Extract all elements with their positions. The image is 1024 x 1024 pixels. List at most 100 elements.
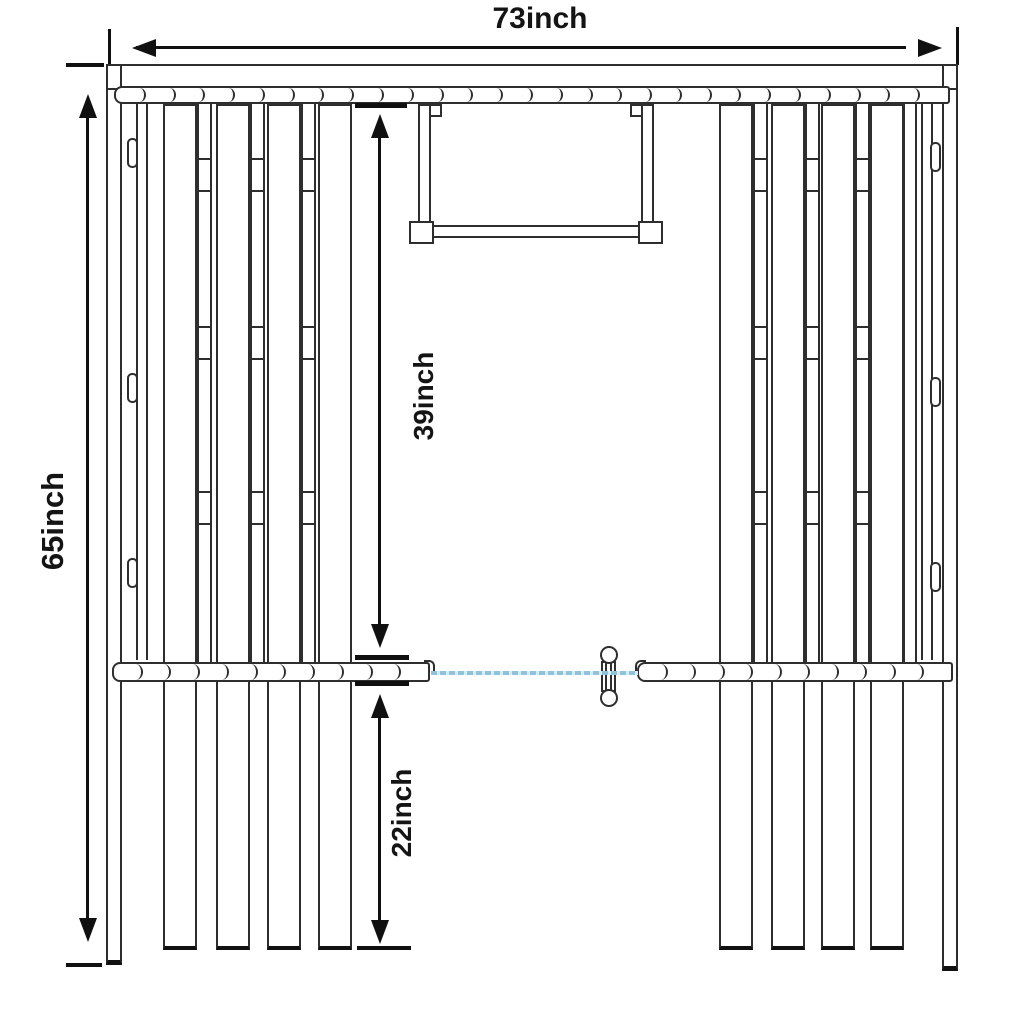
rail-segment bbox=[867, 664, 896, 680]
arrowhead-up-icon bbox=[371, 694, 389, 718]
rail-segment bbox=[890, 88, 921, 102]
rail-segment bbox=[143, 664, 172, 680]
left-slat bbox=[267, 104, 301, 950]
dim-tick bbox=[357, 946, 411, 950]
right-rail-end-hook bbox=[635, 660, 646, 675]
rail-segment bbox=[696, 664, 725, 680]
rail-segment bbox=[114, 664, 143, 680]
dim-tick bbox=[956, 27, 959, 65]
rail-segment bbox=[171, 664, 201, 680]
arrowhead-up-icon bbox=[371, 114, 389, 138]
hanging-rod bbox=[432, 225, 640, 238]
rail-segment bbox=[782, 664, 811, 680]
left-slat bbox=[216, 104, 250, 950]
connector-band bbox=[753, 491, 768, 525]
left-mid-rail bbox=[112, 662, 430, 682]
arrowhead-up-icon bbox=[79, 94, 97, 118]
rail-segment bbox=[229, 664, 258, 680]
connector-band bbox=[805, 491, 820, 525]
rail-segment bbox=[200, 664, 229, 680]
wall-hook-tab bbox=[127, 373, 138, 403]
wall-hook-tab bbox=[127, 138, 138, 168]
rail-segment bbox=[563, 88, 593, 102]
wall-hook-tab bbox=[930, 142, 941, 172]
rail-segment bbox=[354, 88, 385, 102]
rail-segment bbox=[205, 88, 236, 102]
rail-segment bbox=[741, 88, 772, 102]
rail-segment bbox=[920, 88, 948, 102]
rail-segment bbox=[265, 88, 295, 102]
arrowhead-down-icon bbox=[371, 920, 389, 944]
rail-segment bbox=[622, 88, 653, 102]
dim-tick bbox=[355, 103, 407, 108]
rod-hanger-left bbox=[418, 104, 431, 224]
left-slat bbox=[318, 104, 352, 950]
rail-segment bbox=[924, 664, 951, 680]
rail-segment bbox=[344, 664, 373, 680]
rail-segment bbox=[116, 88, 146, 102]
connector-band bbox=[855, 491, 870, 525]
right-slat bbox=[870, 104, 904, 950]
rail-segment bbox=[533, 88, 563, 102]
wall-hook-tab bbox=[930, 377, 941, 407]
rail-segment bbox=[315, 664, 344, 680]
dim-tick bbox=[355, 681, 409, 686]
connector-band bbox=[301, 158, 316, 192]
rail-segment bbox=[473, 88, 504, 102]
rail-segment bbox=[639, 664, 668, 680]
dim-tick bbox=[108, 29, 111, 64]
rail-segment bbox=[831, 88, 861, 102]
right-frame-plank bbox=[942, 64, 958, 971]
rail-segment bbox=[414, 88, 444, 102]
wall-hook-tab bbox=[930, 562, 941, 592]
right-slat bbox=[821, 104, 855, 950]
right-slat-connector-strip bbox=[903, 104, 917, 662]
dim-tick bbox=[355, 655, 409, 660]
dim-tick bbox=[66, 963, 102, 967]
connector-band bbox=[855, 158, 870, 192]
arrowhead-right-icon bbox=[918, 39, 942, 57]
connector-band bbox=[805, 158, 820, 192]
rail-segment bbox=[725, 664, 754, 680]
left-rail-end-hook bbox=[424, 660, 435, 675]
right-mid-rail bbox=[637, 662, 953, 682]
rod-joint-square-right bbox=[638, 221, 663, 244]
left-slat bbox=[163, 104, 197, 950]
rail-segment bbox=[839, 664, 868, 680]
rail-segment bbox=[652, 88, 682, 102]
dimension-lower-label: 22inch bbox=[386, 768, 417, 858]
arrowhead-down-icon bbox=[79, 918, 97, 942]
left-frame-plank bbox=[106, 64, 122, 965]
rail-segment bbox=[444, 88, 474, 102]
left-slat-connector-strip bbox=[197, 104, 212, 662]
rod-joint-square-left bbox=[409, 221, 434, 244]
connector-band bbox=[197, 491, 212, 525]
rail-segment bbox=[503, 88, 533, 102]
right-slat-connector-strip bbox=[753, 104, 768, 662]
connector-band bbox=[753, 158, 768, 192]
rail-segment bbox=[810, 664, 839, 680]
rail-segment bbox=[801, 88, 831, 102]
connector-band bbox=[197, 158, 212, 192]
rail-segment bbox=[896, 664, 925, 680]
right-slat bbox=[719, 104, 753, 950]
toggle-bar bbox=[610, 661, 616, 692]
rail-segment bbox=[712, 88, 742, 102]
rail-segment bbox=[593, 88, 623, 102]
rail-segment bbox=[235, 88, 265, 102]
toggle-knob-bottom bbox=[600, 689, 618, 707]
connector-band bbox=[250, 158, 265, 192]
connector-band bbox=[301, 491, 316, 525]
rail-segment bbox=[771, 88, 801, 102]
dimension-width-label: 73inch bbox=[492, 2, 588, 35]
connector-band bbox=[250, 491, 265, 525]
connector-band bbox=[805, 326, 820, 360]
connector-band bbox=[250, 326, 265, 360]
rail-segment bbox=[258, 664, 287, 680]
arrowhead-down-icon bbox=[371, 624, 389, 648]
rail-segment bbox=[682, 88, 712, 102]
rail-segment bbox=[384, 88, 414, 102]
rail-segment bbox=[146, 88, 176, 102]
rod-hanger-right bbox=[641, 104, 654, 224]
clothesline bbox=[431, 671, 638, 675]
